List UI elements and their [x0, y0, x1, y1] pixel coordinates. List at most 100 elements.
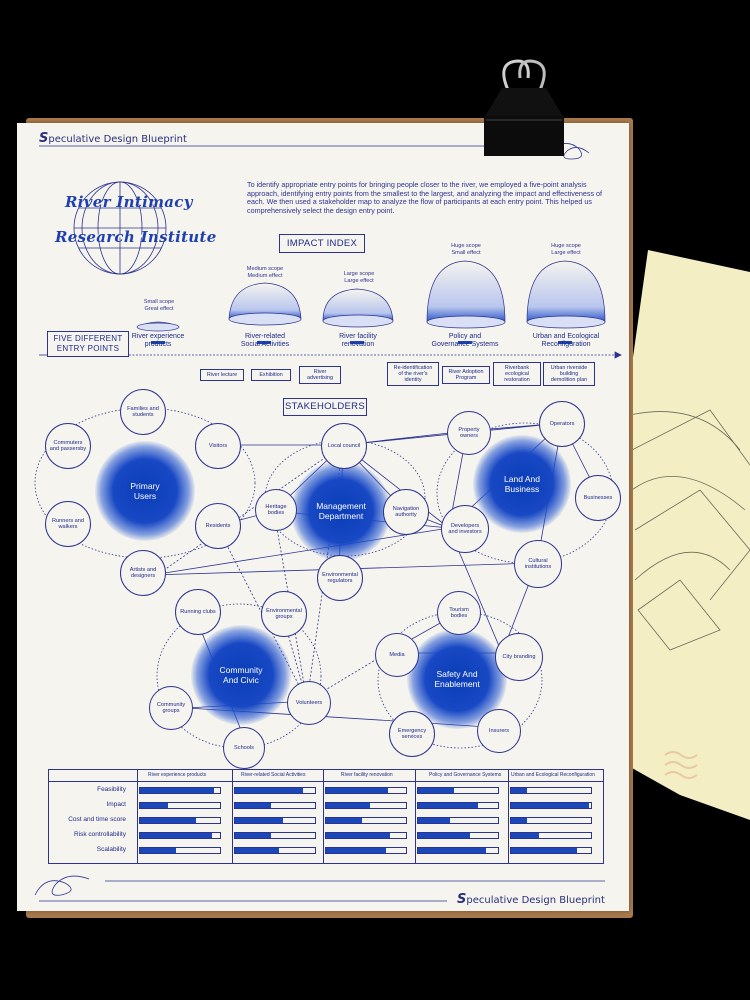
score-bar	[234, 832, 316, 839]
node-heritage-bodies: Heritage bodies	[255, 489, 297, 531]
col-header-1: River experience products	[148, 772, 207, 778]
score-bar	[417, 802, 499, 809]
poster-sheet: Speculative Design Blueprint River Intim…	[17, 123, 629, 911]
group-management-department: Management Department	[291, 461, 391, 561]
node-runners-walkers: Runners and walkers	[45, 501, 91, 547]
node-cultural-institutions: Cultural institutions	[514, 540, 562, 588]
group-community-and-civic: Community And Civic	[191, 625, 291, 725]
node-commuters: Commuters and passersby	[45, 423, 91, 469]
col-header-5: Urban and Ecological Reconfiguration	[511, 772, 595, 778]
score-bar-fill	[418, 848, 486, 853]
score-bar-fill	[418, 833, 470, 838]
node-running-clubs: Running clubs	[175, 589, 221, 635]
score-bar	[234, 787, 316, 794]
score-bar-fill	[235, 788, 303, 793]
yellow-sketch-sheet	[600, 250, 750, 820]
node-insurers: Insurers	[477, 709, 521, 753]
binder-clip-icon	[484, 59, 564, 156]
row-label-risk: Risk controllability	[73, 831, 126, 838]
node-environmental-groups: Environmental groups	[261, 591, 307, 637]
brand-initial: S	[39, 131, 49, 146]
scope-4: Huge scope Small effect	[451, 243, 481, 256]
node-businesses: Businesses	[575, 475, 621, 521]
row-label-impact: Impact	[106, 801, 126, 808]
brand-rest: peculative Design Blueprint	[48, 134, 187, 145]
col-header-2: River-related Social Activities	[241, 772, 306, 778]
score-bar-fill	[326, 818, 362, 823]
score-bar	[139, 832, 221, 839]
score-bar	[417, 847, 499, 854]
stakeholder-network-lines	[34, 143, 622, 902]
score-bar	[417, 787, 499, 794]
score-bar	[139, 802, 221, 809]
five-entry-points-label: FIVE DIFFERENT ENTRY POINTS	[47, 331, 129, 357]
score-bar	[510, 787, 592, 794]
group-primary-users: Primary Users	[95, 441, 195, 541]
tag-river-lecture: River lecture	[200, 369, 244, 381]
tag-river-advertising: River advertising	[299, 366, 341, 384]
stakeholders-label: STAKEHOLDERS	[283, 398, 367, 416]
score-bar	[234, 817, 316, 824]
scope-1: Small scope Great effect	[143, 299, 175, 312]
impact-index-label: IMPACT INDEX	[279, 234, 365, 253]
row-label-scalability: Scalability	[96, 846, 126, 853]
scope-2: Medium scope Medium effect	[246, 266, 284, 279]
score-bar	[510, 802, 592, 809]
row-label-feasibility: Feasibility	[97, 786, 126, 793]
score-bar	[139, 847, 221, 854]
entry-4: Policy and Governance Systems	[431, 333, 499, 348]
tag-riverbank-restoration: Riverbank ecological restoration	[493, 362, 541, 386]
node-local-council: Local council	[321, 423, 367, 469]
group-land-and-business: Land And Business	[473, 435, 571, 533]
score-bar	[325, 817, 407, 824]
node-city-branding: City branding	[495, 633, 543, 681]
node-visitors: Visitors	[195, 423, 241, 469]
score-bar	[234, 802, 316, 809]
node-media: Media	[375, 633, 419, 677]
score-bar-fill	[326, 833, 390, 838]
logo-line-2: Research Institute	[55, 228, 217, 246]
brand-header: Speculative Design Blueprint	[39, 131, 187, 146]
brand-footer-initial: S	[457, 892, 467, 907]
node-environmental-regulators: Environmental regulators	[317, 555, 363, 601]
node-operators: Operators	[539, 401, 585, 447]
node-artists-designers: Artists and designers	[120, 550, 166, 596]
node-tourism-bodies: Tourism bodies	[437, 591, 481, 635]
score-bar	[510, 832, 592, 839]
score-bar	[325, 787, 407, 794]
score-bar-fill	[511, 833, 539, 838]
score-bar	[417, 832, 499, 839]
entry-5: Urban and Ecological Reconfiguration	[532, 333, 600, 348]
node-developers-investors: Developers and investors	[441, 505, 489, 553]
score-bar-fill	[140, 788, 214, 793]
tag-exhibition: Exhibition	[251, 369, 291, 381]
node-emergency-services: Emergency services	[389, 711, 435, 757]
scope-3: Large scope Large effect	[343, 271, 375, 284]
wave-logo-icon	[664, 751, 698, 779]
node-community-groups: Community groups	[149, 686, 193, 730]
score-bar	[325, 832, 407, 839]
score-bar	[234, 847, 316, 854]
score-bar-fill	[140, 803, 168, 808]
col-header-3: River facility renovation	[341, 772, 393, 778]
score-bar-fill	[511, 803, 589, 808]
score-bar	[325, 847, 407, 854]
score-bar-fill	[418, 818, 450, 823]
node-property-owners: Property owners	[447, 411, 491, 455]
score-bar	[139, 817, 221, 824]
intro-paragraph: To identify appropriate entry points for…	[247, 180, 603, 215]
node-navigation-authority: Navigation authority	[383, 489, 429, 535]
node-families-students: Families and students	[120, 389, 166, 435]
logo-line-1: River Intimacy	[65, 193, 193, 211]
score-bar-fill	[511, 848, 577, 853]
tag-reidentification: Re-identification of the river's identit…	[387, 362, 439, 386]
score-bar-fill	[511, 788, 527, 793]
score-bar-fill	[326, 848, 386, 853]
score-bar-fill	[235, 848, 279, 853]
tag-river-adoption: River Adoption Program	[442, 366, 490, 384]
brand-footer: Speculative Design Blueprint	[457, 892, 605, 907]
brand-footer-rest: peculative Design Blueprint	[466, 895, 605, 906]
col-header-4: Policy and Governance Systems	[429, 772, 502, 778]
score-bar-fill	[235, 803, 271, 808]
score-bar-fill	[140, 818, 196, 823]
